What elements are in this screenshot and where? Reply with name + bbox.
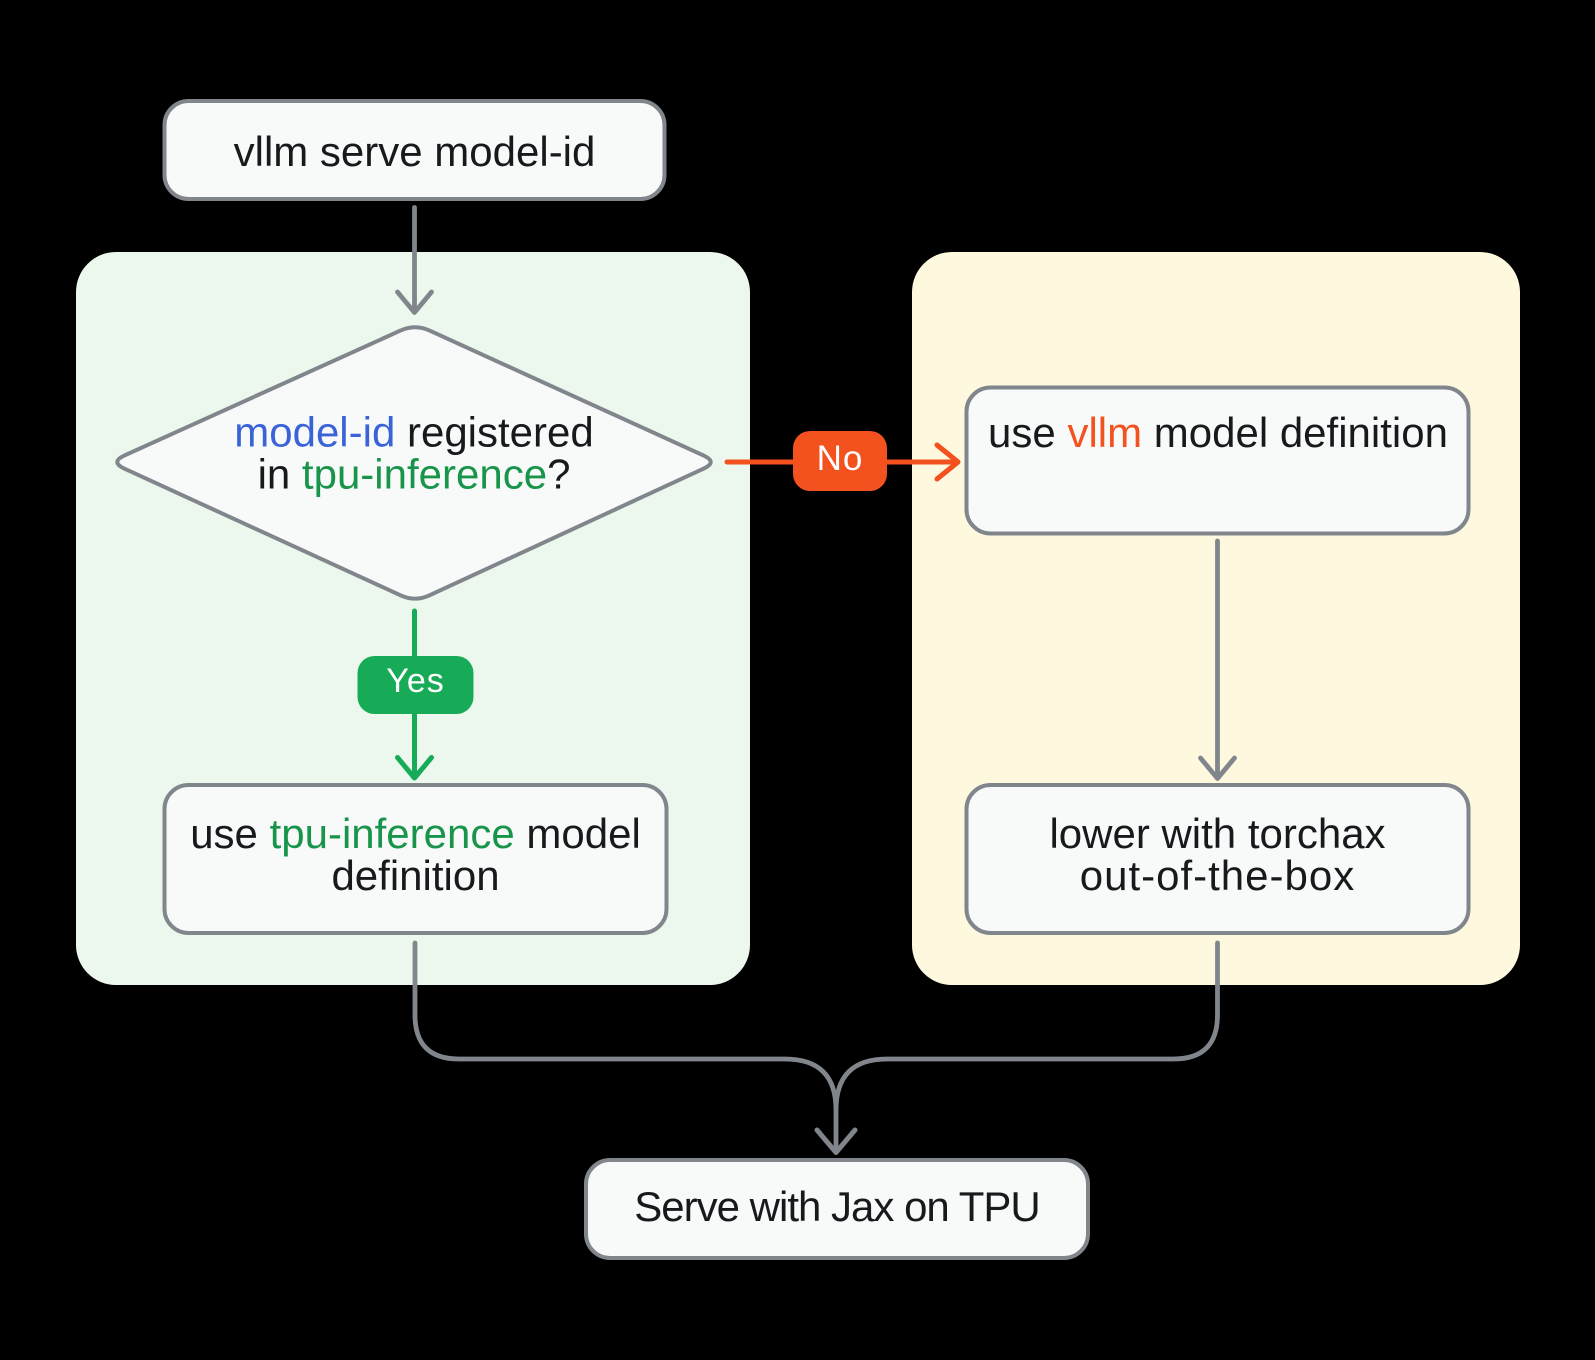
svg-text:Yes: Yes xyxy=(386,662,444,700)
svg-text:in tpu-inference?: in tpu-inference? xyxy=(258,451,571,498)
svg-text:use tpu-inference model: use tpu-inference model xyxy=(190,810,641,857)
svg-text:Serve with Jax on TPU: Serve with Jax on TPU xyxy=(634,1183,1039,1230)
svg-text:out-of-the-box: out-of-the-box xyxy=(1080,852,1355,899)
svg-text:lower with torchax: lower with torchax xyxy=(1049,810,1385,857)
svg-text:use vllm model definition: use vllm model definition xyxy=(988,409,1448,456)
svg-text:No: No xyxy=(817,439,864,478)
svg-text:definition: definition xyxy=(331,852,499,899)
svg-text:vllm serve model-id: vllm serve model-id xyxy=(234,128,596,175)
svg-text:model-id registered: model-id registered xyxy=(234,409,594,456)
